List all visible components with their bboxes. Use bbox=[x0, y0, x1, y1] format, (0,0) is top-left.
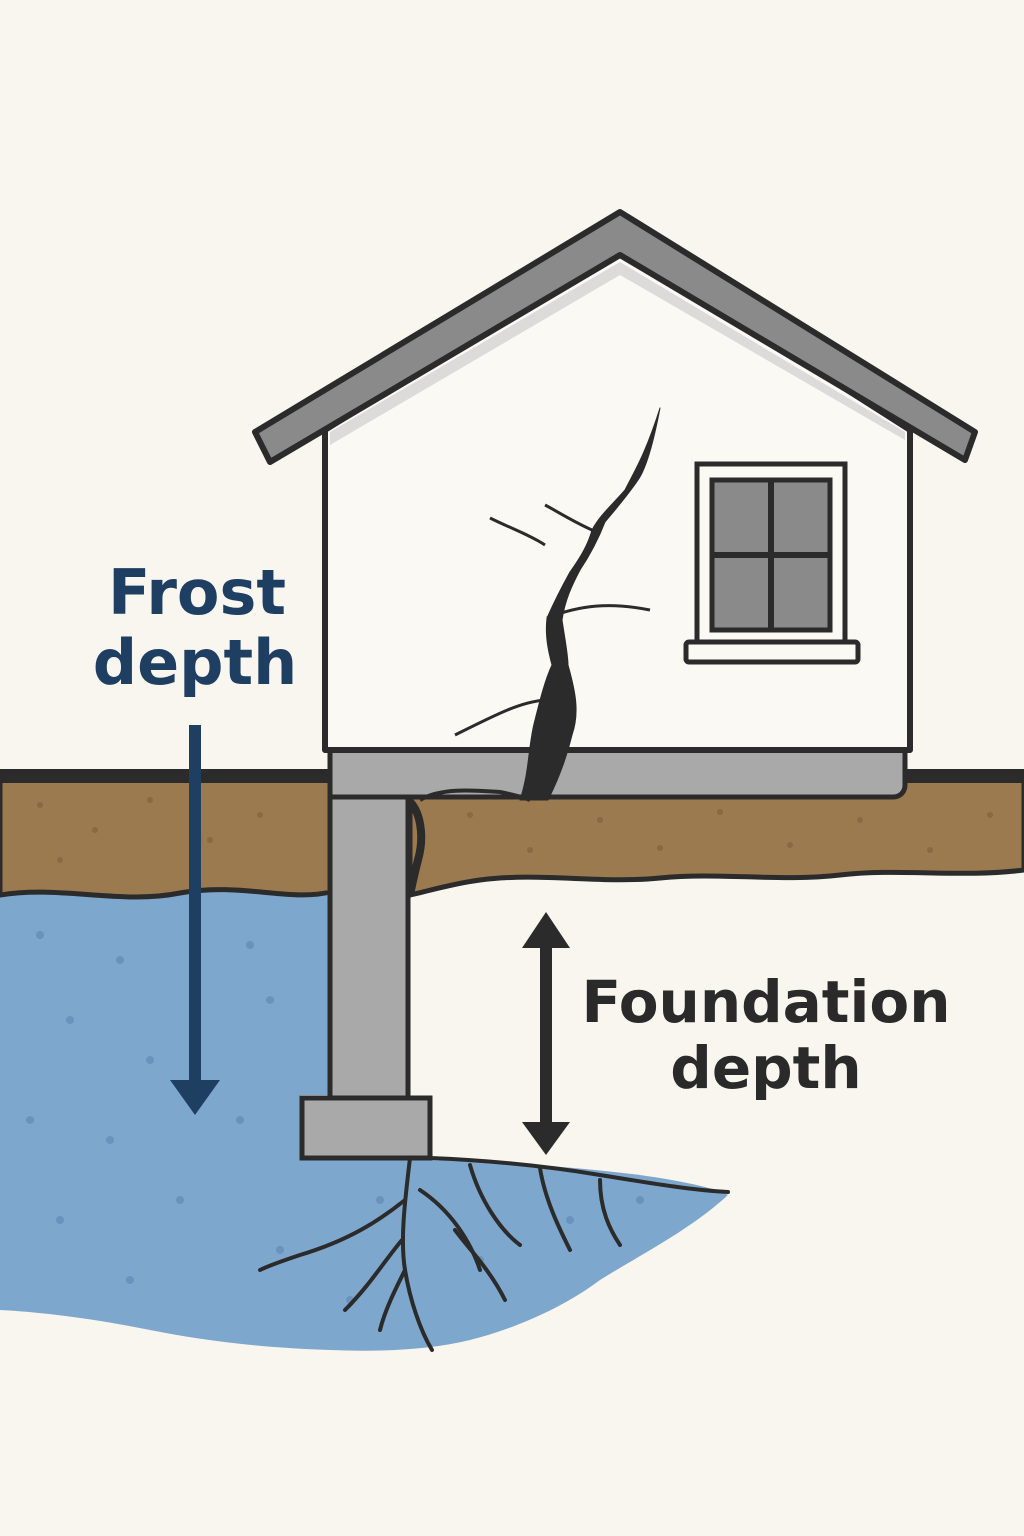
frost-speckles bbox=[26, 931, 644, 1304]
foundation-wall bbox=[327, 782, 411, 1103]
frost-depth-label-line2: depth bbox=[93, 626, 298, 699]
footing bbox=[299, 1095, 433, 1161]
foundation-depth-label-line2: depth bbox=[670, 1034, 861, 1102]
foundation-depth-label-line1: Foundation bbox=[581, 968, 950, 1036]
foundation-depth-arrow bbox=[522, 912, 570, 1155]
frost-depth-label-line1: Frost bbox=[108, 556, 286, 629]
foundation-slab bbox=[327, 745, 908, 800]
window-icon bbox=[683, 461, 861, 665]
frost-depth-arrow bbox=[170, 725, 220, 1115]
crack-icon bbox=[454, 407, 661, 801]
soil-speckles bbox=[37, 797, 993, 863]
soil-layer bbox=[0, 777, 1024, 900]
frost-crack-roots-icon bbox=[258, 1156, 730, 1352]
frost-zone bbox=[0, 889, 728, 1351]
house-roof bbox=[252, 209, 978, 465]
slab-crack bbox=[418, 788, 531, 802]
soil-gap bbox=[405, 796, 426, 896]
